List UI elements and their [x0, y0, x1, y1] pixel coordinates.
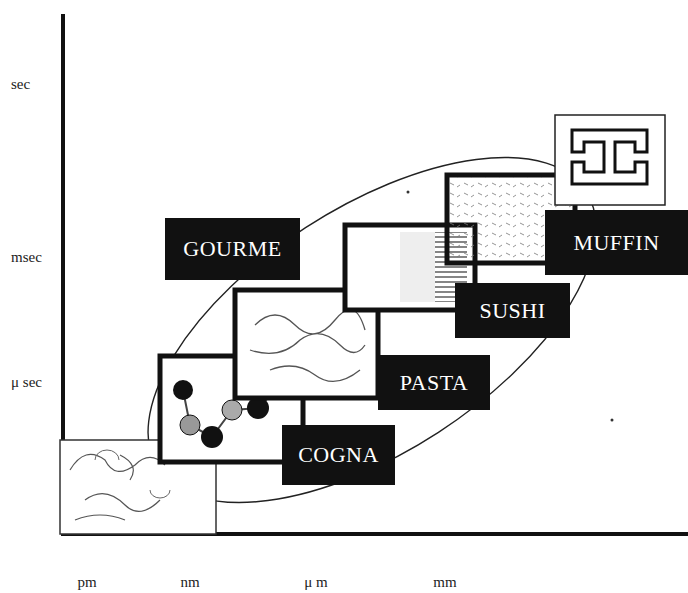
length-axis-label: pm [77, 574, 96, 591]
time-axis-label: μ sec [10, 374, 43, 391]
length-axis-label: μ m [304, 574, 327, 591]
length-axis-label: mm [433, 574, 456, 591]
box-label: GOURME [183, 236, 281, 262]
device-picture [555, 115, 665, 205]
gourme-label: GOURME [165, 218, 300, 280]
box-label: SUSHI [479, 298, 545, 324]
length-axis-label: nm [180, 574, 199, 591]
box-label: MUFFIN [573, 230, 659, 256]
time-axis-label: sec [10, 76, 31, 93]
pasta-label: PASTA [378, 355, 490, 410]
time-axis-label: msec [10, 249, 43, 266]
muffin-label: MUFFIN [545, 210, 688, 275]
box-label: COGNA [298, 442, 379, 468]
cogna-label: COGNA [282, 425, 395, 485]
sushi-label: SUSHI [455, 283, 570, 338]
box-label: PASTA [400, 370, 468, 396]
